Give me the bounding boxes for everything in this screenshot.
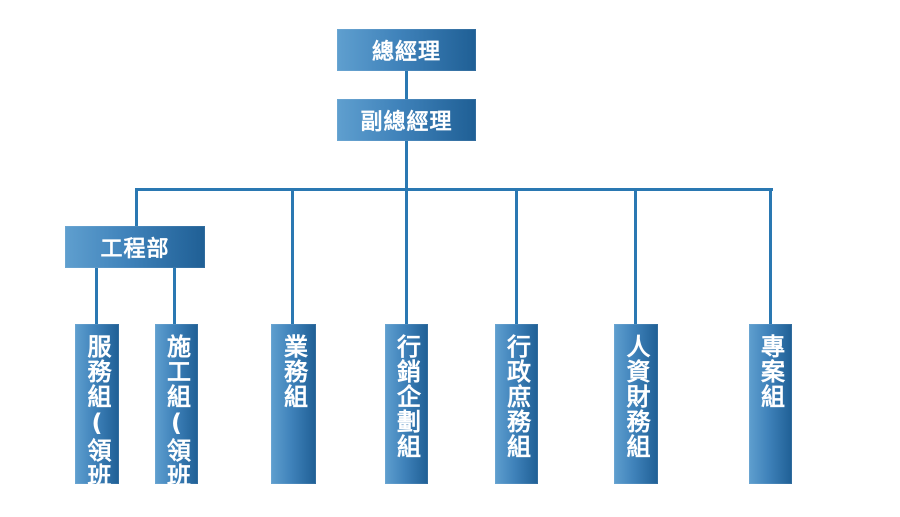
deputy-general-manager-box: 副總經理 [337, 99, 476, 141]
hr-finance-team-box: 人資財務組 [614, 324, 658, 484]
administrative-affairs-team-label: 行政庶務組 [502, 334, 531, 459]
marketing-planning-team-label: 行銷企劃組 [392, 334, 421, 459]
construction-team-label: 施工組(領班) [162, 334, 191, 517]
general-manager-box: 總經理 [337, 29, 476, 71]
connector-engineering-to-service [95, 268, 98, 324]
connector-deputy-down [405, 141, 408, 190]
deputy-general-manager-label: 副總經理 [360, 110, 453, 135]
general-manager-label: 總經理 [371, 40, 441, 65]
connector-to-hr-finance [634, 188, 637, 324]
connector-engineering-to-construction [173, 268, 176, 324]
engineering-department-box: 工程部 [65, 226, 205, 268]
connector-to-engineering [135, 188, 138, 226]
administrative-affairs-team-box: 行政庶務組 [495, 324, 538, 484]
engineering-department-label: 工程部 [100, 237, 170, 262]
connector-to-project [769, 188, 772, 324]
connector-to-marketing [405, 188, 408, 324]
business-team-label: 業務組 [279, 334, 308, 409]
construction-team-box: 施工組(領班) [155, 324, 198, 517]
connector-to-admin [515, 188, 518, 324]
connector-gm-to-deputy [405, 71, 408, 99]
connector-main-horizontal [135, 188, 773, 191]
hr-finance-team-label: 人資財務組 [622, 334, 650, 459]
marketing-planning-team-box: 行銷企劃組 [385, 324, 428, 484]
service-team-label: 服務組(領班) [83, 334, 111, 517]
project-team-label: 專案組 [756, 334, 785, 409]
service-team-box: 服務組(領班) [75, 324, 119, 517]
connector-to-business [291, 188, 294, 324]
project-team-box: 專案組 [749, 324, 792, 484]
business-team-box: 業務組 [271, 324, 316, 484]
